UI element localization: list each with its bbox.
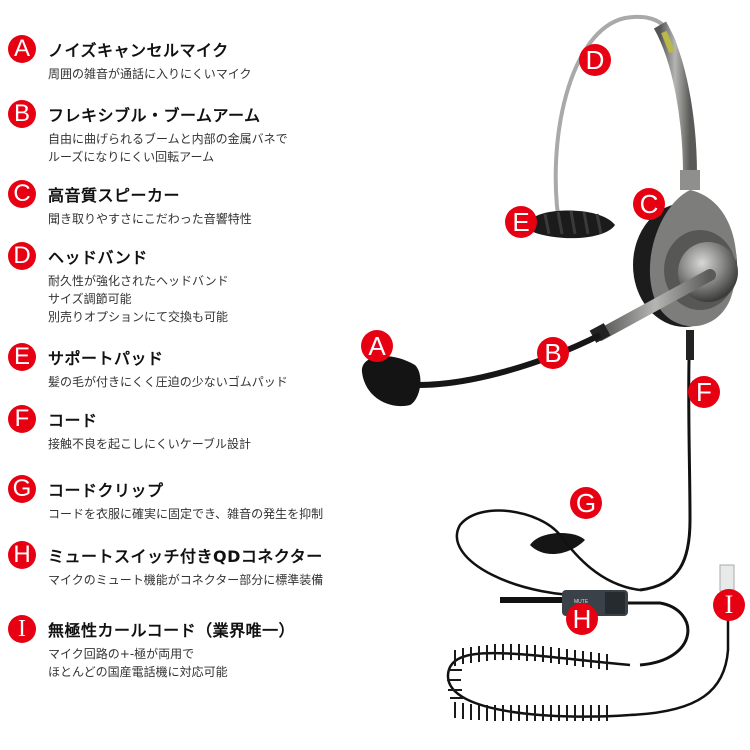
- feature-desc: 接触不良を起こしにくいケーブル設計: [48, 435, 251, 453]
- callout-g: G: [570, 487, 602, 519]
- badge-e: E: [8, 343, 36, 371]
- desc-line: マイク回路の+-極が両用で: [48, 647, 195, 661]
- desc-line: 聞き取りやすさにこだわった音響特性: [48, 212, 252, 226]
- desc-line: 別売りオプションにて交換も可能: [48, 310, 229, 324]
- feature-title: ノイズキャンセルマイク: [48, 41, 229, 60]
- desc-line: 接触不良を起こしにくいケーブル設計: [48, 437, 252, 451]
- badge-c: C: [8, 180, 36, 208]
- feature-title: コードクリップ: [48, 481, 164, 500]
- desc-line: マイクのミュート機能がコネクター部分に標準装備: [48, 573, 324, 587]
- feature-title: 無極性カールコード（業界唯一）: [48, 621, 296, 640]
- mute-label: MUTE: [574, 599, 589, 605]
- feature-title: ヘッドバンド: [48, 248, 148, 267]
- callout-d: D: [579, 44, 611, 76]
- callout-a: A: [361, 330, 393, 362]
- badge-d: D: [8, 242, 36, 270]
- callout-f: F: [688, 376, 720, 408]
- feature-desc: 周囲の雑音が通話に入りにくいマイク: [48, 65, 252, 83]
- feature-title: コード: [48, 411, 98, 430]
- badge-g: G: [8, 475, 36, 503]
- feature-desc: コードを衣服に確実に固定でき、雑音の発生を抑制: [48, 505, 323, 523]
- feature-desc: マイクのミュート機能がコネクター部分に標準装備: [48, 571, 323, 589]
- feature-title: フレキシブル・ブームアーム: [48, 106, 261, 125]
- callout-h: H: [566, 603, 598, 635]
- desc-line: 周囲の雑音が通話に入りにくいマイク: [48, 67, 252, 81]
- desc-line: サイズ調節可能: [48, 292, 132, 306]
- callout-e: E: [505, 206, 537, 238]
- badge-h: H: [8, 541, 36, 569]
- desc-line: 耐久性が強化されたヘッドバンド: [48, 274, 229, 288]
- feature-desc: 自由に曲げられるブームと内部の金属バネで ルーズになりにくい回転アーム: [48, 130, 288, 166]
- desc-line: 髪の毛が付きにくく圧迫の少ないゴムパッド: [48, 375, 288, 389]
- badge-i: I: [8, 615, 36, 643]
- feature-desc: 聞き取りやすさにこだわった音響特性: [48, 210, 252, 228]
- desc-line: 自由に曲げられるブームと内部の金属バネで: [48, 132, 288, 146]
- badge-b: B: [8, 100, 36, 128]
- callout-i: I: [713, 589, 745, 621]
- desc-line: コードを衣服に確実に固定でき、雑音の発生を抑制: [48, 507, 324, 521]
- feature-title: サポートパッド: [48, 349, 164, 368]
- feature-desc: 髪の毛が付きにくく圧迫の少ないゴムパッド: [48, 373, 288, 391]
- badge-a: A: [8, 35, 36, 63]
- badge-f: F: [8, 405, 36, 433]
- feature-title: ミュートスイッチ付きQDコネクター: [48, 547, 323, 566]
- desc-line: ルーズになりにくい回転アーム: [48, 150, 215, 164]
- feature-desc: 耐久性が強化されたヘッドバンド サイズ調節可能 別売りオプションにて交換も可能: [48, 272, 229, 326]
- callout-b: B: [537, 337, 569, 369]
- desc-line: ほとんどの国産電話機に対応可能: [48, 665, 228, 679]
- feature-title: 高音質スピーカー: [48, 186, 181, 205]
- feature-desc: マイク回路の+-極が両用で ほとんどの国産電話機に対応可能: [48, 645, 228, 681]
- callout-c: C: [633, 188, 665, 220]
